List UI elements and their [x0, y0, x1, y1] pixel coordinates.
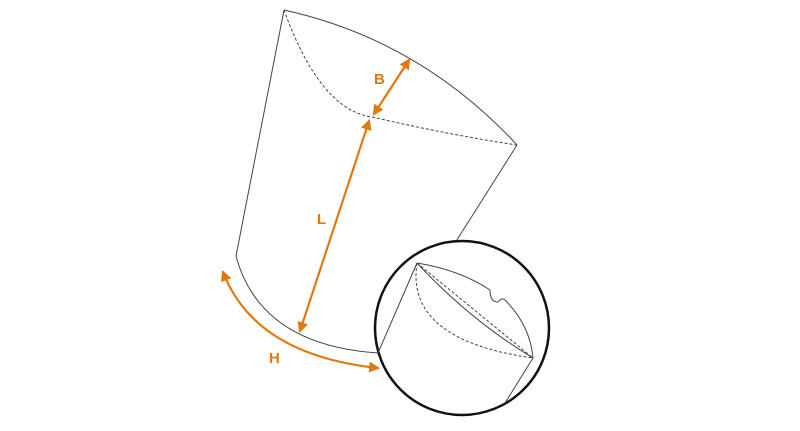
dimension-arrows	[221, 58, 411, 373]
detail-magnifier	[373, 239, 551, 417]
dimension-l-arrow	[297, 118, 372, 334]
dimension-l-label: L	[317, 211, 326, 228]
detail-outer-arc-with-notch	[416, 262, 534, 359]
cup-top-rim	[283, 9, 518, 146]
cup-left-side	[235, 9, 285, 257]
detail-right-side	[504, 357, 534, 404]
cup-top-rim-hidden	[283, 9, 518, 146]
detail-dashed-arc	[415, 262, 534, 359]
detail-left-side	[377, 262, 418, 354]
dimension-b-label: B	[374, 71, 385, 88]
cup-bottom-edge	[235, 255, 379, 354]
cup-right-side	[454, 144, 518, 244]
dimension-h-arrow	[221, 269, 381, 373]
dimension-h-label: H	[269, 350, 280, 367]
detail-fold-line	[416, 262, 534, 359]
dimension-b-arrow	[372, 58, 411, 116]
